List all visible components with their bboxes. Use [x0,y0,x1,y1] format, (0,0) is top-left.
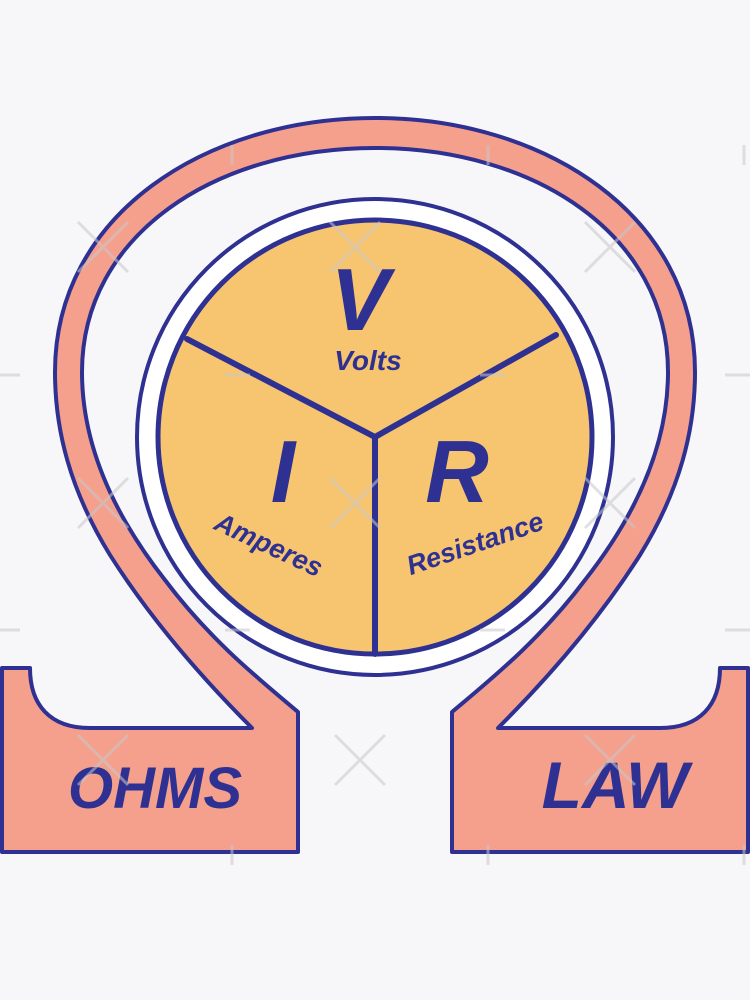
divider-left [184,336,378,440]
omega-symbol [0,116,750,854]
ohms-foot-label: OHMS [68,756,242,821]
voltage-symbol: V [331,250,396,349]
cross-watermark-icon [0,145,750,865]
current-symbol: I [271,422,297,521]
divider-right [372,332,559,440]
law-foot-label: LAW [542,748,693,822]
voltage-unit-label: Volts [334,345,401,376]
resistance-symbol: R [425,422,489,521]
